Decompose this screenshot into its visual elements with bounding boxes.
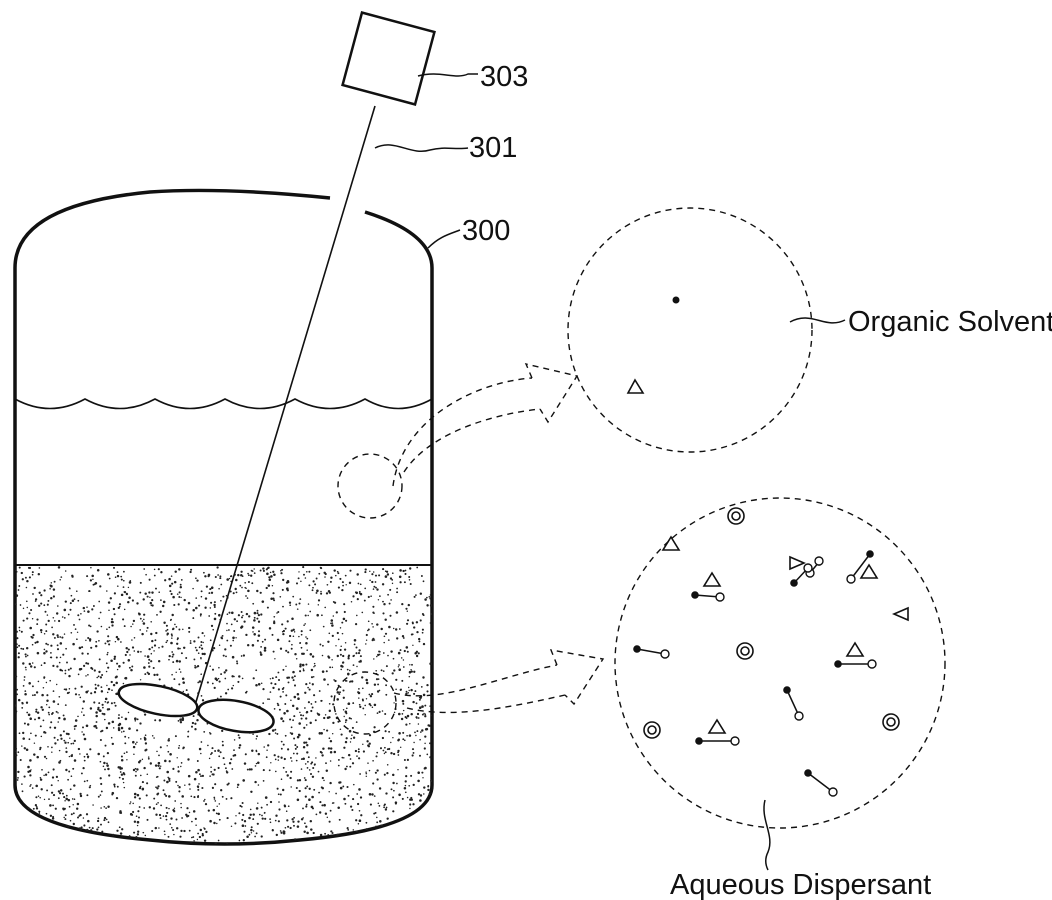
double-ring-outer (737, 643, 753, 659)
hydrophobic-head (790, 579, 798, 587)
double-ring-inner (732, 512, 740, 520)
organic-sample-region (338, 454, 402, 518)
double-ring-inner (648, 726, 656, 734)
double-ring-inner (887, 718, 895, 726)
triangle-particle (790, 557, 804, 569)
hydrophobic-head (866, 550, 874, 558)
hydrophilic-tail (661, 650, 669, 658)
hydrophilic-tail (829, 788, 837, 796)
label-303: 303 (480, 61, 528, 93)
double-ring-outer (728, 508, 744, 524)
hydrophilic-tail (804, 564, 812, 572)
impeller-blade-left (116, 678, 200, 722)
hydrophilic-tail (847, 575, 855, 583)
double-ring-outer (883, 714, 899, 730)
arrow-to-aqueous (394, 650, 603, 712)
hydrophobic-head (783, 686, 791, 694)
triangle-particle (861, 565, 877, 578)
hydrophobic-head (695, 737, 703, 745)
vessel-300 (14, 190, 433, 847)
label-300: 300 (462, 215, 510, 247)
leader-301 (375, 145, 468, 151)
aqueous-sample-region (334, 672, 396, 734)
organic-magnified-view (568, 208, 845, 452)
double-ring-inner (741, 647, 749, 655)
hydrophilic-tail (795, 712, 803, 720)
hydrophobic-head (691, 591, 699, 599)
hydrophobic-head (834, 660, 842, 668)
label-aqueous-dispersant: Aqueous Dispersant (670, 869, 931, 900)
impeller-blade-right (196, 695, 276, 738)
organic-surface-wave (15, 399, 432, 409)
dispersed-particles (633, 508, 908, 796)
leader-303 (418, 74, 478, 76)
triangle-particle (847, 643, 863, 656)
arrow-to-organic (393, 364, 577, 486)
leader-aqueous-dispersant (764, 800, 770, 870)
dispersant-bond (808, 773, 833, 792)
motor-303 (343, 13, 435, 105)
hydrophilic-tail (716, 593, 724, 601)
label-organic-solvent: Organic Solvent (848, 306, 1052, 338)
hydrophobic-head (633, 645, 641, 653)
aqueous-magnified-view (615, 498, 945, 870)
leader-organic-solvent (790, 318, 845, 323)
double-ring-outer (644, 722, 660, 738)
leader-300 (428, 230, 460, 248)
hydrophilic-tail (731, 737, 739, 745)
stirrer (116, 13, 434, 738)
triangle-particle (704, 573, 720, 586)
organic-magnified-circle (568, 208, 812, 452)
hydrophilic-tail (815, 557, 823, 565)
hydrophilic-tail (868, 660, 876, 668)
triangle-particle (709, 720, 725, 733)
triangle-particle (894, 608, 908, 620)
hydrophobic-head (804, 769, 812, 777)
solute-dot (673, 297, 680, 304)
label-301: 301 (469, 132, 517, 164)
triangle-particle (628, 380, 643, 393)
